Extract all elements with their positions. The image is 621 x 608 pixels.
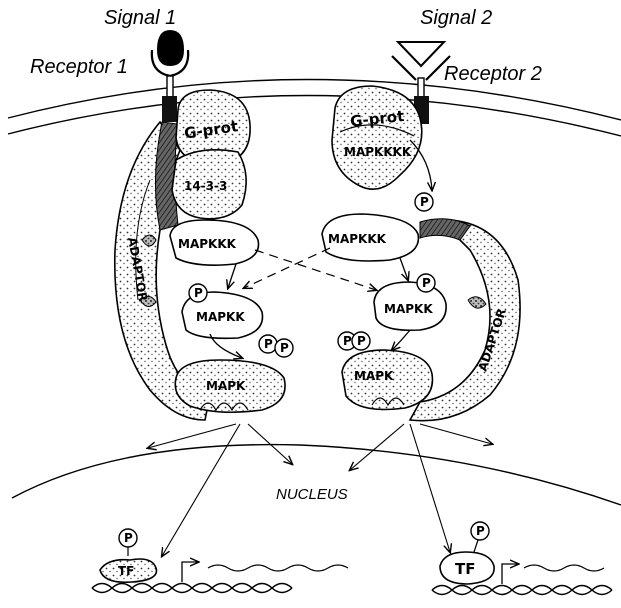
signal1-ligand (157, 30, 184, 66)
right-gprot-blob (332, 86, 422, 189)
right-mapkk-label: MAPKK (384, 302, 433, 316)
right-tf-label: TF (455, 560, 475, 578)
left-mapk-label: MAPK (206, 379, 246, 393)
right-mapkkk-label: MAPKKK (328, 232, 387, 246)
phospho-label: P (357, 334, 366, 348)
crosstalk-arrow-right-to-left (244, 248, 330, 288)
phospho-label: P (420, 195, 429, 209)
phospho-label: P (264, 337, 273, 351)
left-mapkk-label: MAPKK (196, 310, 245, 324)
phospho-label: P (476, 524, 485, 538)
phospho-label: P (422, 276, 431, 290)
left-mapkkk-label: MAPKKK (178, 237, 237, 251)
right-mapk-label: MAPK (354, 369, 394, 383)
signal2-label: Signal 2 (420, 7, 492, 29)
right-mrna (524, 565, 604, 571)
left-mrna (208, 565, 348, 571)
receptor2-label: Receptor 2 (444, 63, 542, 85)
signal1-label: Signal 1 (104, 7, 176, 29)
left-tf-label: TF (118, 564, 134, 578)
right-transcription-arrow (502, 564, 518, 584)
signal2-ligand (398, 42, 444, 66)
phospho-label: P (124, 531, 133, 545)
phospho-label: P (194, 286, 203, 300)
left-transcription-arrow (182, 562, 198, 582)
left-dna-helix (92, 584, 292, 593)
left-14-3-3-label: 14-3-3 (184, 179, 227, 193)
right-dna-helix (432, 586, 612, 595)
right-mapkkkk-label: MAPKKKK (344, 145, 412, 159)
phospho-label: P (280, 341, 289, 355)
phospho-label: P (343, 334, 352, 348)
receptor1-transmembrane (162, 96, 177, 122)
nucleus-label: NUCLEUS (276, 486, 348, 503)
cell-membrane-inner (8, 95, 621, 136)
receptor1-stalk (167, 76, 173, 98)
receptor1-label: Receptor 1 (30, 56, 128, 78)
